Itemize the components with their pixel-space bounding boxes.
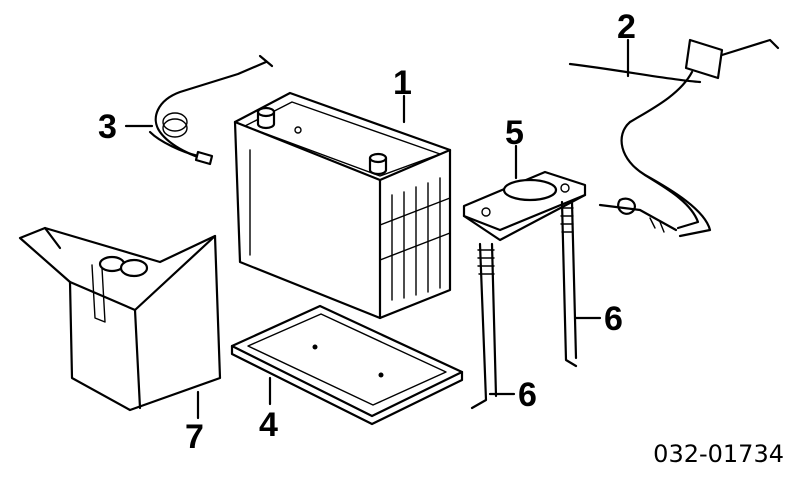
diagram-reference-number: 032-01734 <box>653 440 784 468</box>
negative-cable-drawing <box>568 38 780 238</box>
hold-down-bolt-drawing-b <box>560 200 578 368</box>
battery-cover-drawing <box>18 226 222 412</box>
callout-positive-cable: 3 <box>98 108 117 146</box>
leader-lines <box>124 38 630 420</box>
hold-down-bolt-drawing-a <box>470 242 498 410</box>
battery-drawing <box>233 91 452 320</box>
callout-hold-down-bolt-a: 6 <box>518 376 537 414</box>
callout-battery-cover: 7 <box>185 418 204 456</box>
callout-negative-cable: 2 <box>617 8 636 46</box>
callout-hold-down-bolt-b: 6 <box>604 300 623 338</box>
callout-battery: 1 <box>393 64 412 102</box>
callout-battery-tray: 4 <box>259 406 278 444</box>
callout-hold-down-bracket: 5 <box>505 114 524 152</box>
positive-cable-drawing <box>148 54 274 166</box>
battery-tray-drawing <box>230 304 464 426</box>
hold-down-bracket-drawing <box>462 170 587 242</box>
